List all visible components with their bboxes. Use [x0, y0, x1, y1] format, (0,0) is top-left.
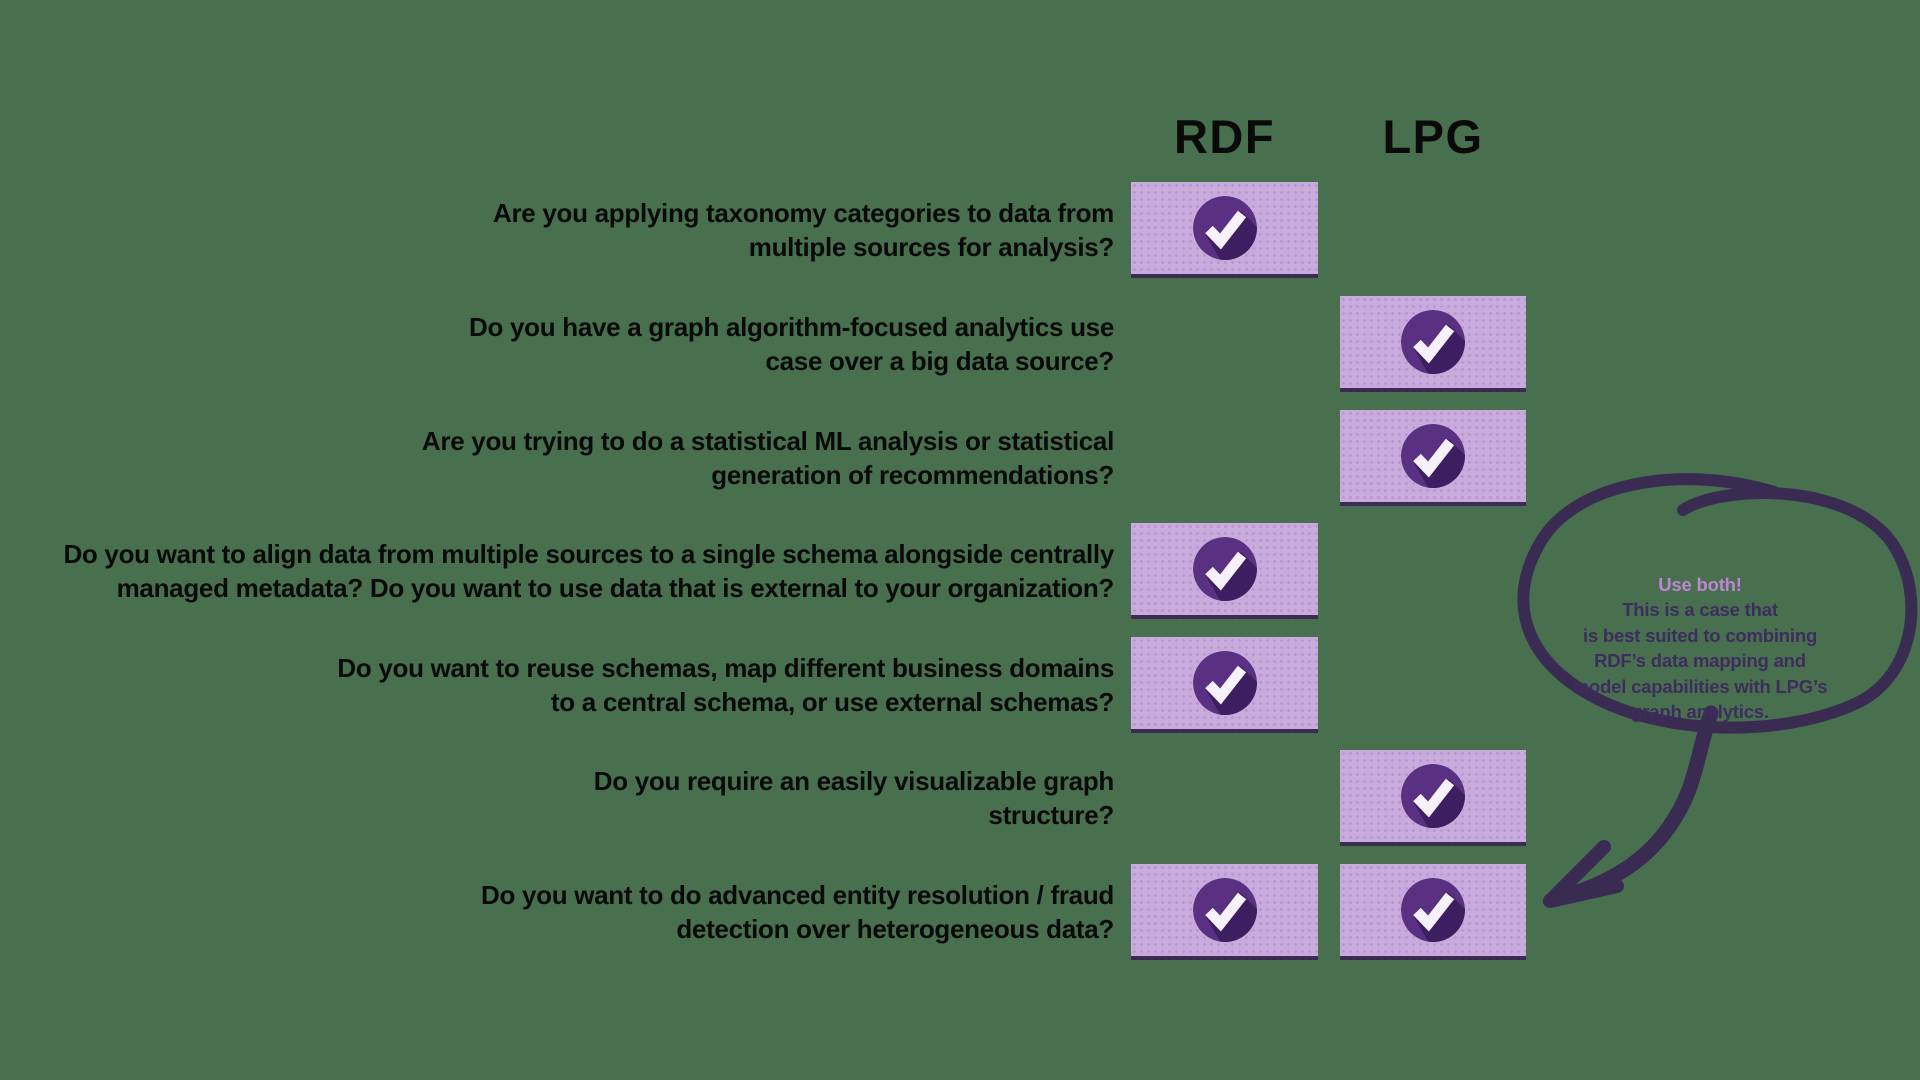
question-text: Do you want to reuse schemas, map differ…: [337, 652, 1114, 717]
checkmark-icon: [1192, 650, 1258, 716]
question-row: Do you want to reuse schemas, map differ…: [0, 637, 1920, 733]
rdf-check-cell: [1131, 523, 1318, 619]
checkmark-icon: [1400, 309, 1466, 375]
question-text: Do you want to do advanced entity resolu…: [480, 879, 1114, 944]
rdf-check-cell: [1131, 637, 1318, 733]
checkmark-icon: [1192, 536, 1258, 602]
lpg-check-cell: [1340, 296, 1526, 392]
lpg-check-cell: [1340, 750, 1526, 846]
checkmark-icon: [1192, 195, 1258, 261]
column-header-rdf: RDF: [1173, 109, 1276, 163]
question-row: Do you want to align data from multiple …: [0, 523, 1920, 619]
question-row: Are you applying taxonomy categories to …: [0, 182, 1920, 278]
rdf-check-cell: [1131, 182, 1318, 278]
lpg-check-cell: [1340, 864, 1526, 960]
column-header-lpg: LPG: [1382, 109, 1484, 163]
question-text: Do you require an easily visualizable gr…: [593, 765, 1115, 830]
use-both-bubble-text: Use both! This is a case that is best su…: [1543, 546, 1857, 725]
question-row: Are you trying to do a statistical ML an…: [0, 410, 1920, 506]
checkmark-icon: [1400, 763, 1466, 829]
question-text: Are you applying taxonomy categories to …: [493, 197, 1114, 262]
question-text: Are you trying to do a statistical ML an…: [421, 425, 1114, 490]
question-text: Do you have a graph algorithm-focused an…: [469, 311, 1114, 376]
bubble-body: This is a case that is best suited to co…: [1572, 599, 1828, 722]
checkmark-icon: [1400, 423, 1466, 489]
bubble-highlight: Use both!: [1658, 573, 1742, 595]
rdf-check-cell: [1131, 864, 1318, 960]
lpg-check-cell: [1340, 410, 1526, 506]
question-row: Do you want to do advanced entity resolu…: [0, 864, 1920, 960]
checkmark-icon: [1400, 877, 1466, 943]
question-row: Do you require an easily visualizable gr…: [0, 750, 1920, 846]
checkmark-icon: [1192, 877, 1258, 943]
question-text: Do you want to align data from multiple …: [63, 538, 1114, 603]
question-row: Do you have a graph algorithm-focused an…: [0, 296, 1920, 392]
